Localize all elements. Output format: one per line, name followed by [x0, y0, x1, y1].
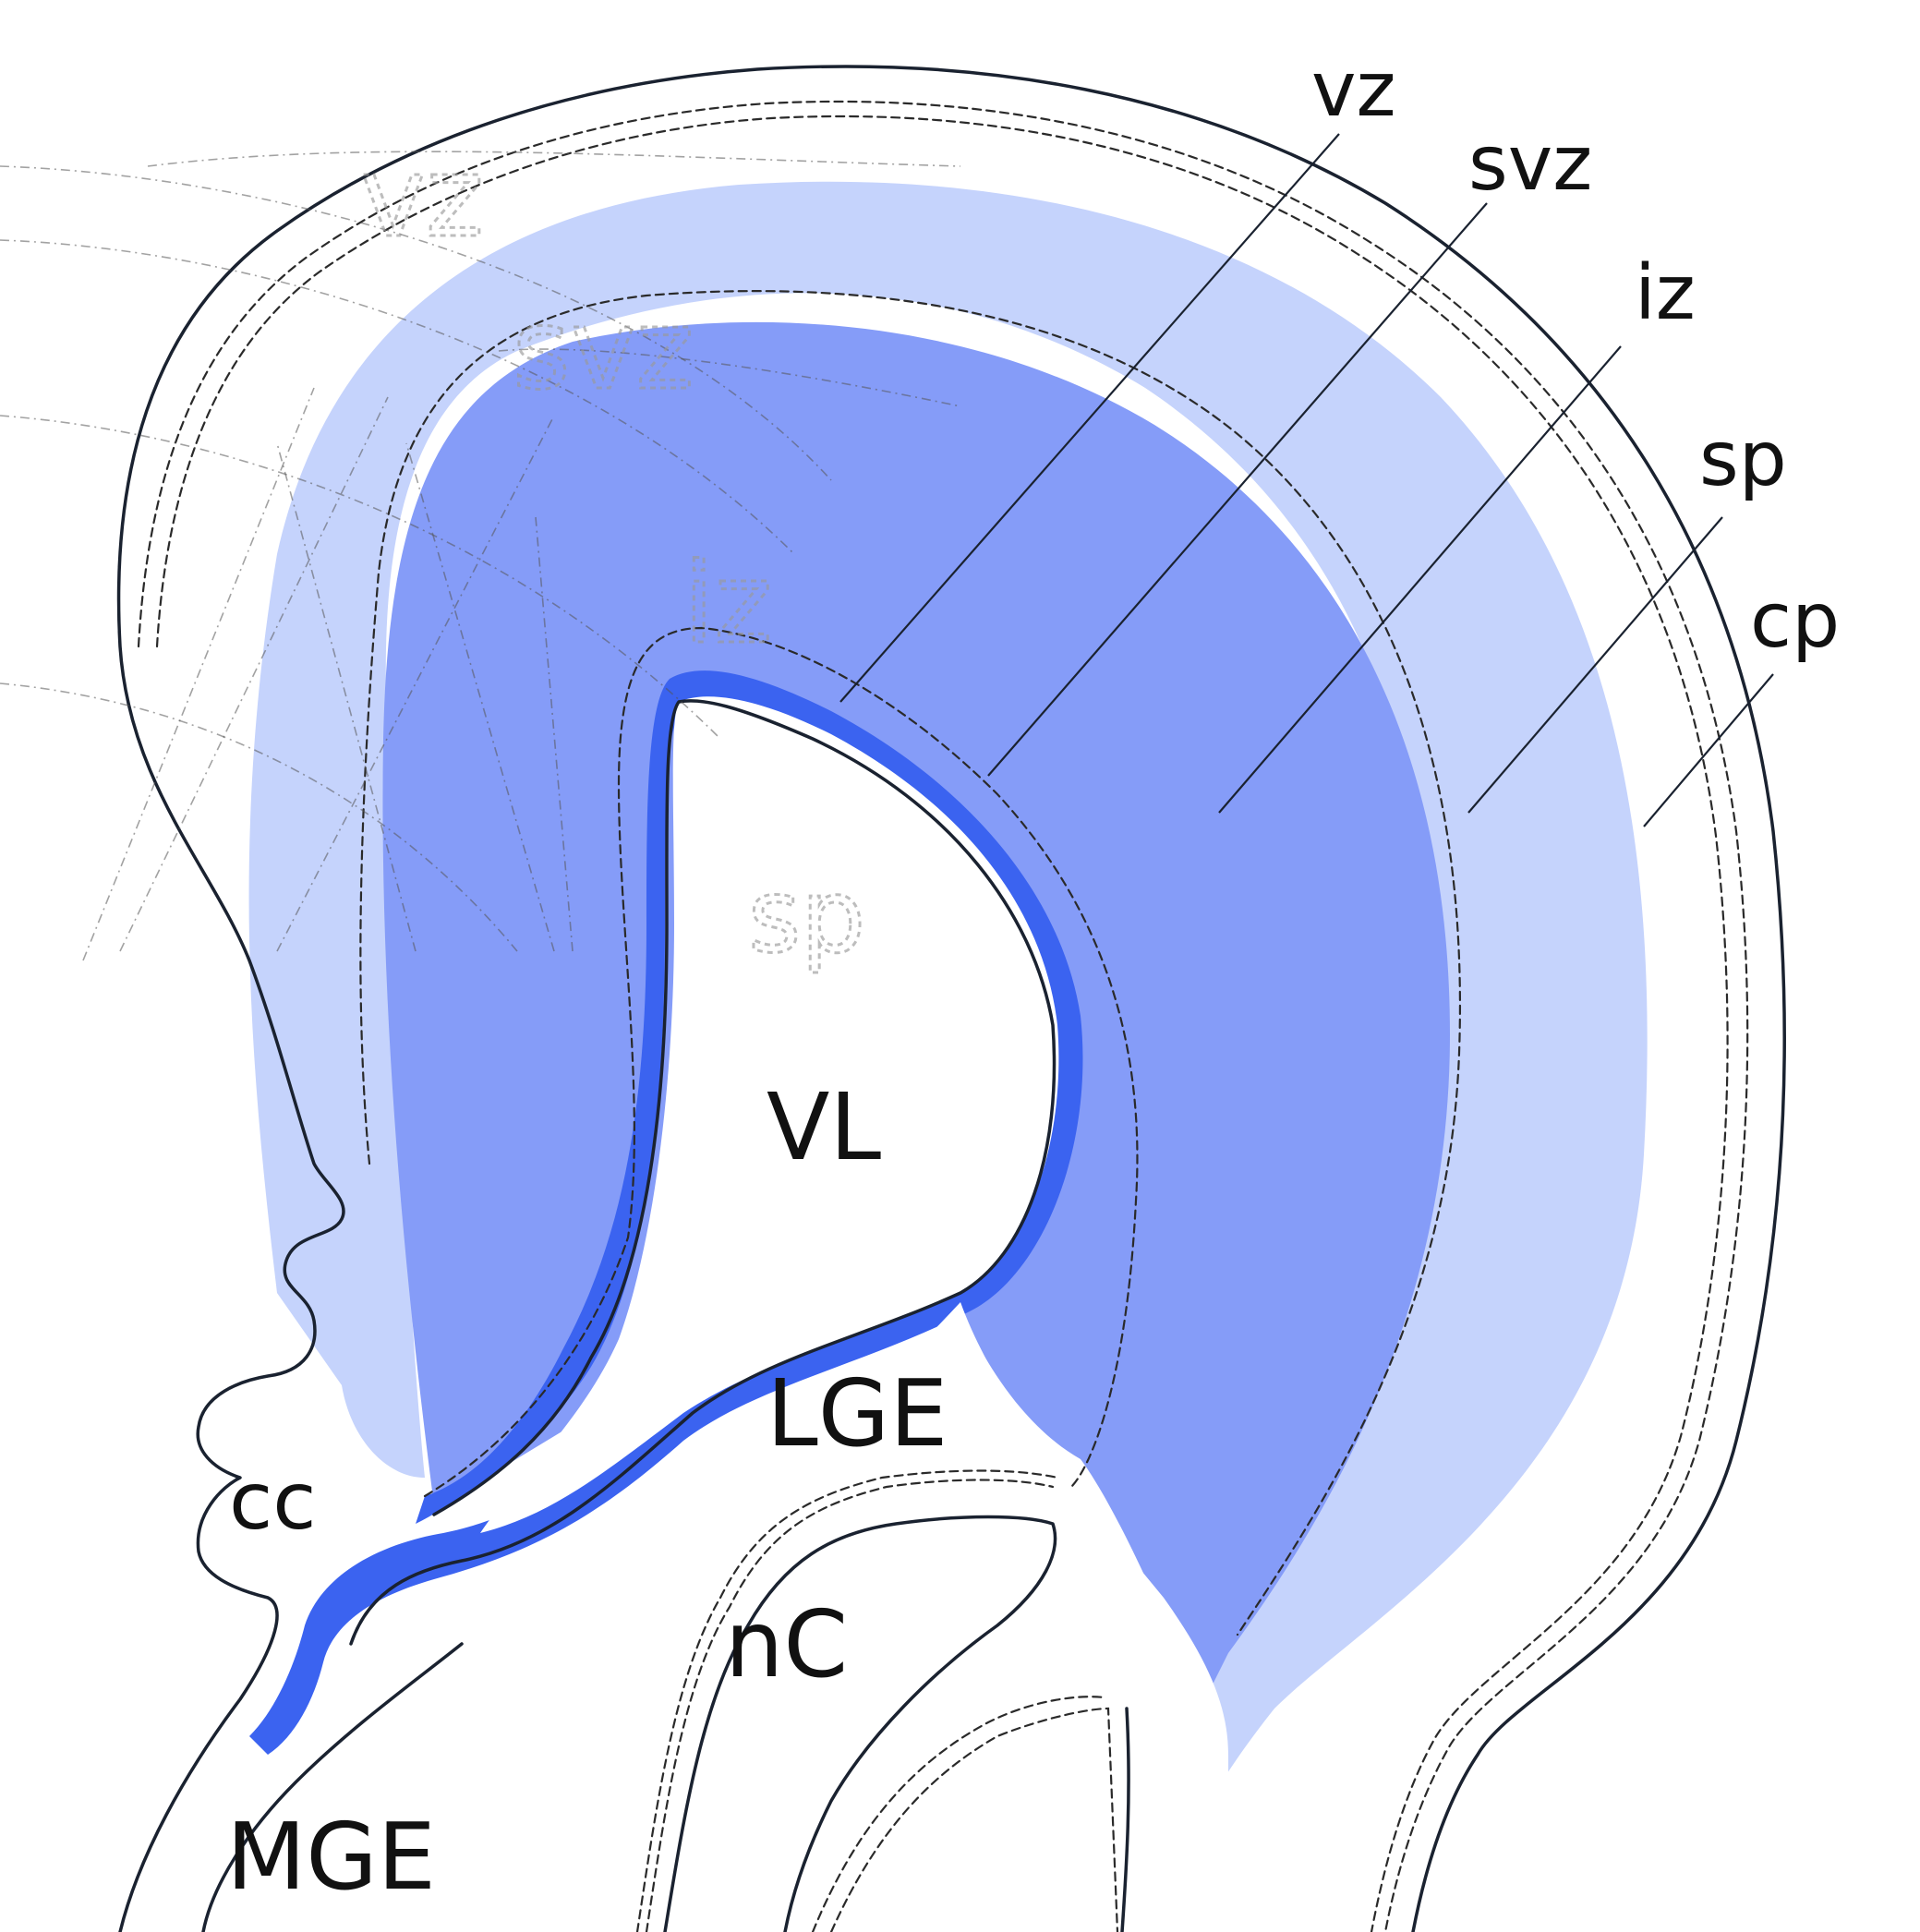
- nc-outline: [663, 1515, 1057, 1932]
- ghost-label-vz: vz: [360, 134, 484, 262]
- label-lge: LGE: [767, 1359, 948, 1467]
- label-nc: nC: [725, 1590, 848, 1698]
- mge-outline: [201, 1642, 464, 1932]
- leader-vz: [839, 133, 1340, 703]
- lge-nc-boundary-2: [635, 1469, 1059, 1932]
- cp-inner-boundary-2: [155, 115, 1729, 1932]
- ventricular-zone-band: [249, 670, 1083, 1756]
- label-vl: VL: [767, 1073, 881, 1181]
- inner-dashed-region: [829, 1707, 1119, 1932]
- ghost-label-svz: svz: [513, 286, 694, 415]
- leader-lines: [839, 133, 1774, 827]
- outer-brain-outline: [116, 65, 1786, 1932]
- subplate-boundary: [359, 290, 1462, 1636]
- label-cc: cc: [229, 1455, 317, 1548]
- ghost-overlay-strokes: [0, 151, 961, 961]
- leader-sp: [1467, 516, 1723, 814]
- label-cp: cp: [1750, 577, 1840, 665]
- inner-line-right: [1120, 1707, 1130, 1932]
- svz-boundary: [423, 626, 1139, 1498]
- label-vz: vz: [1311, 46, 1396, 134]
- ventricle-outline: [349, 699, 1057, 1646]
- ghost-label-sp: sp: [748, 857, 865, 975]
- leader-iz: [1218, 345, 1622, 814]
- ghost-label-iz: iz: [683, 540, 772, 669]
- inner-dashed-region-2: [811, 1696, 1105, 1932]
- leader-svz: [987, 202, 1488, 777]
- lge-region: [351, 1302, 1228, 1932]
- label-svz: svz: [1468, 120, 1592, 208]
- lge-nc-boundary: [645, 1479, 1055, 1932]
- label-iz: iz: [1635, 249, 1696, 337]
- lateral-ventricle: [480, 696, 1059, 1533]
- label-mge: MGE: [226, 1803, 436, 1911]
- cp-inner-boundary: [137, 100, 1749, 1932]
- leader-cp: [1643, 673, 1774, 827]
- label-sp: sp: [1699, 416, 1787, 503]
